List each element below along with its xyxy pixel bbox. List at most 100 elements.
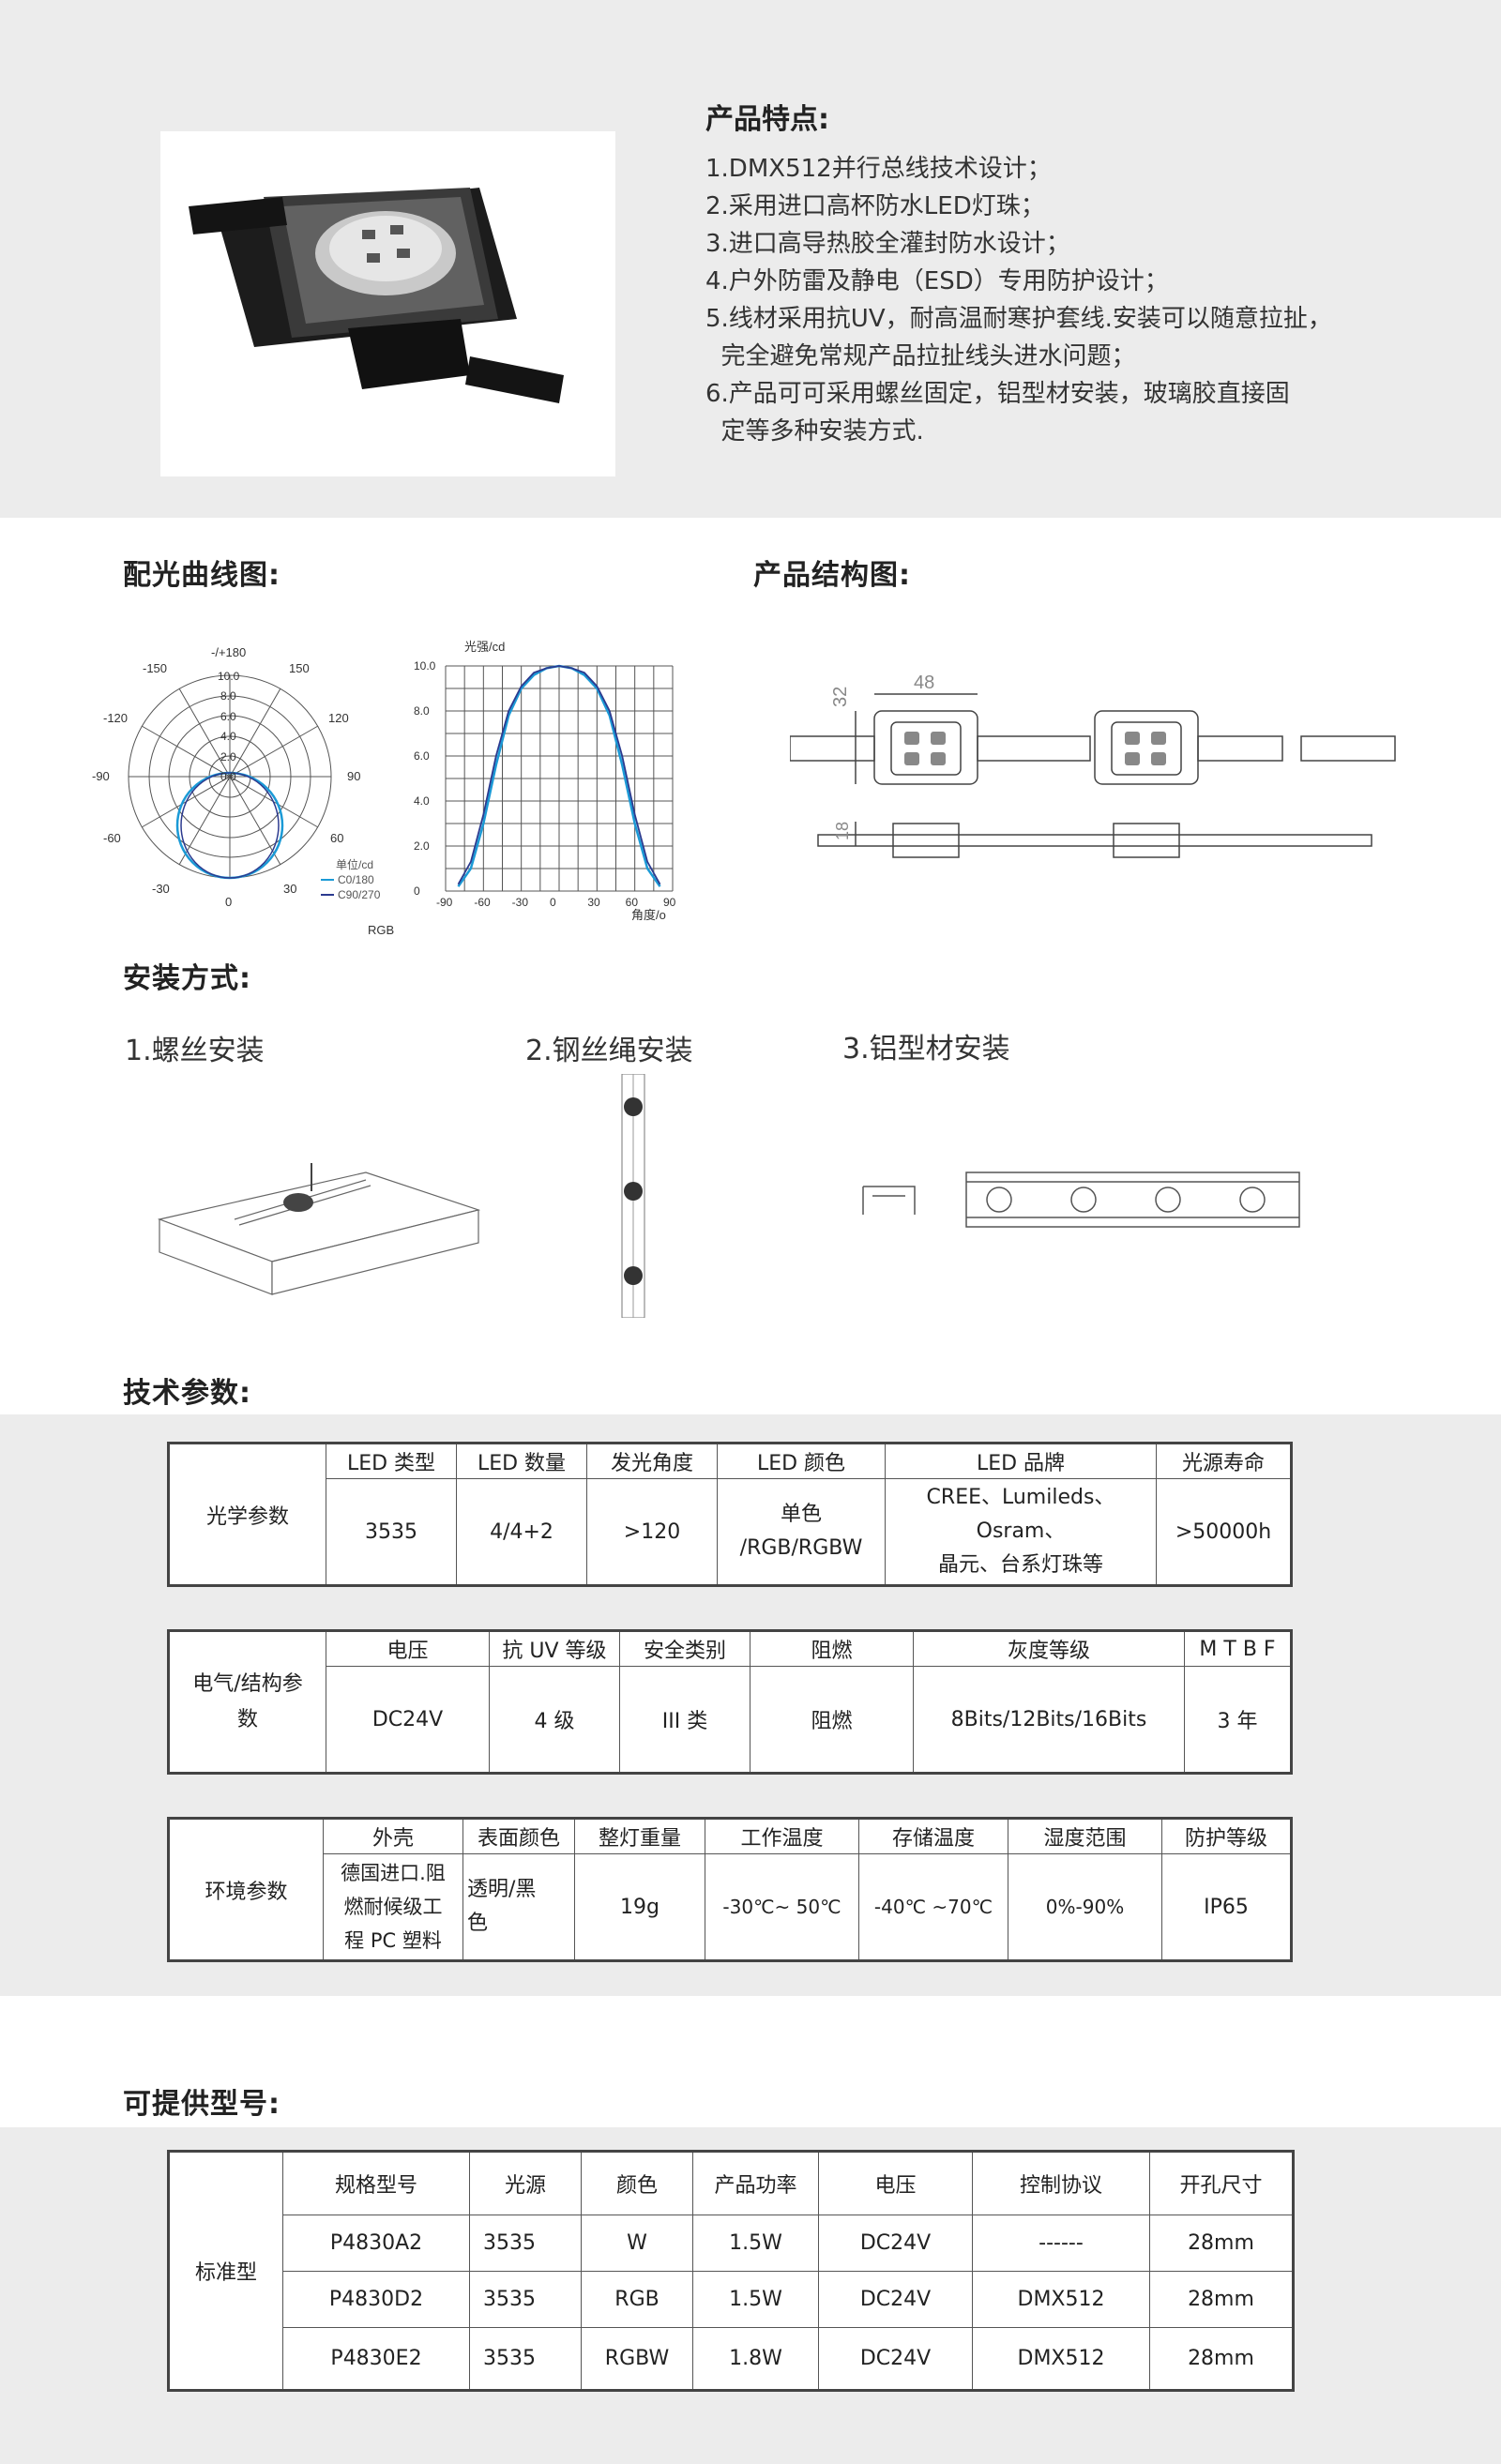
value-cell: DC24V: [326, 1666, 490, 1774]
value-cell: 8Bits/12Bits/16Bits: [913, 1666, 1185, 1774]
polar-radial: 8.0: [220, 689, 236, 703]
value-cell: -40℃ ~70℃: [858, 1853, 1008, 1961]
model-cell: ------: [972, 2215, 1150, 2272]
feature-item: 4.户外防雷及静电（ESD）专用防护设计；: [705, 267, 1169, 295]
chart-ylabel: 光强/cd: [464, 640, 505, 654]
polar-label: 60: [330, 831, 343, 845]
header-cell: LED 数量: [456, 1443, 587, 1479]
series-line: [457, 665, 661, 885]
environment-table: 环境参数 外壳 表面颜色 整灯重量 工作温度 存储温度 湿度范围 防护等级 德国…: [167, 1817, 1293, 1962]
electrical-table: 电气/结构参 数 电压 抗 UV 等级 安全类别 阻燃 灰度等级 M T B F…: [167, 1629, 1293, 1775]
value-cell: >50000h: [1156, 1478, 1292, 1586]
polar-diagram: -/+180 -150 150 -120 120 -90 90 -60 60 -…: [92, 645, 394, 937]
x-tick-label: 30: [587, 896, 600, 909]
y-tick-label: 4.0: [414, 794, 430, 808]
header-cell: 控制协议: [972, 2151, 1150, 2215]
header-cell: 颜色: [581, 2151, 693, 2215]
install-method-profile: 3.铝型材安装: [842, 1033, 1010, 1066]
header-cell: 表面颜色: [462, 1818, 575, 1854]
model-cell: 28mm: [1149, 2327, 1294, 2391]
value-cell: 0%-90%: [1008, 1853, 1162, 1961]
model-cell: DMX512: [972, 2327, 1150, 2391]
x-tick-label: 90: [663, 896, 676, 909]
x-tick-label: -30: [512, 896, 529, 909]
profile-install-illustration: [862, 1172, 1300, 1228]
table-row: P4830D2 3535 RGB 1.5W DC24V DMX512 28mm: [169, 2271, 1294, 2328]
screw-install-illustration: [157, 1163, 481, 1295]
model-cell: DMX512: [972, 2271, 1150, 2328]
environment-label: 环境参数: [168, 1818, 324, 1961]
y-tick-label: 8.0: [414, 704, 430, 718]
dim-height: 32: [830, 687, 851, 707]
polar-legend-unit: 单位/cd: [336, 857, 373, 871]
polar-radial: 10.0: [218, 670, 240, 683]
feature-item: 1.DMX512并行总线技术设计；: [705, 155, 1052, 183]
value-cell: CREE、Lumileds、Osram、 晶元、台系灯珠等: [885, 1478, 1157, 1586]
wire-install-illustration: [621, 1074, 645, 1318]
header-cell: 防护等级: [1161, 1818, 1292, 1854]
x-tick-label: 60: [626, 896, 639, 909]
x-tick-label: -90: [436, 896, 453, 909]
feature-item: 2.采用进口高杯防水LED灯珠；: [705, 192, 1045, 220]
structure-title: 产品结构图:: [753, 559, 911, 592]
tech-title: 技术参数:: [123, 1377, 251, 1410]
optical-table: 光学参数 LED 类型 LED 数量 发光角度 LED 颜色 LED 品牌 光源…: [167, 1442, 1293, 1587]
header-cell: LED 类型: [326, 1443, 457, 1479]
polar-label: 90: [347, 769, 360, 783]
table-row: P4830E2 3535 RGBW 1.8W DC24V DMX512 28mm: [169, 2327, 1294, 2391]
value-cell: 19g: [574, 1853, 705, 1961]
polar-footer: RGB: [368, 923, 394, 937]
header-cell: M T B F: [1184, 1630, 1292, 1667]
polar-label: 0: [225, 895, 232, 909]
model-cell: P4830E2: [282, 2327, 470, 2391]
install-method-wire: 2.钢丝绳安装: [525, 1035, 693, 1067]
dim-depth: 18: [833, 822, 852, 840]
model-cell: RGBW: [581, 2327, 693, 2391]
models-group-label: 标准型: [168, 2151, 283, 2391]
header-cell: 产品功率: [692, 2151, 819, 2215]
value-cell: 3535: [326, 1478, 457, 1586]
feature-item: 3.进口高导热胶全灌封防水设计；: [705, 230, 1070, 258]
chart-xlabel: 角度/o: [631, 908, 666, 922]
y-tick-label: 0: [414, 884, 420, 898]
model-cell: 1.5W: [692, 2215, 819, 2272]
header-cell: 灰度等级: [913, 1630, 1185, 1667]
polar-label: -30: [152, 882, 170, 896]
polar-label: -90: [92, 769, 110, 783]
value-cell: 阻燃: [750, 1666, 914, 1774]
model-cell: P4830D2: [282, 2271, 470, 2328]
value-cell: 单色 /RGB/RGBW: [717, 1478, 886, 1586]
model-cell: DC24V: [818, 2327, 973, 2391]
feature-item: 定等多种安装方式.: [705, 417, 924, 446]
header-cell: 抗 UV 等级: [489, 1630, 620, 1667]
model-cell: 3535: [469, 2327, 582, 2391]
model-cell: 3535: [469, 2271, 582, 2328]
dim-width: 48: [914, 673, 934, 693]
electrical-label: 电气/结构参 数: [168, 1630, 326, 1774]
polar-top-label: -/+180: [211, 645, 246, 659]
features-list: 1.DMX512并行总线技术设计； 2.采用进口高杯防水LED灯珠； 3.进口高…: [705, 150, 1381, 450]
model-cell: 1.8W: [692, 2327, 819, 2391]
feature-item: 5.线材采用抗UV，耐高温耐寒护套线.安装可以随意拉扯，: [705, 305, 1332, 333]
y-tick-label: 6.0: [414, 749, 430, 763]
polar-radial: 6.0: [220, 710, 236, 723]
models-title: 可提供型号:: [123, 2088, 280, 2121]
value-cell: 3 年: [1184, 1666, 1292, 1774]
x-tick-label: -60: [474, 896, 491, 909]
header-cell: 工作温度: [705, 1818, 859, 1854]
header-cell: 光源寿命: [1156, 1443, 1292, 1479]
polar-legend-c0: C0/180: [338, 873, 374, 886]
model-cell: 1.5W: [692, 2271, 819, 2328]
install-title: 安装方式:: [123, 962, 251, 995]
model-cell: DC24V: [818, 2215, 973, 2272]
polar-label: -150: [143, 661, 167, 675]
model-cell: P4830A2: [282, 2215, 470, 2272]
y-tick-label: 2.0: [414, 839, 430, 853]
polar-label: 30: [283, 882, 296, 896]
header-cell: 整灯重量: [574, 1818, 705, 1854]
value-cell: 4 级: [489, 1666, 620, 1774]
header-cell: 存储温度: [858, 1818, 1008, 1854]
value-cell: 德国进口.阻 燃耐候级工 程 PC 塑料: [323, 1853, 463, 1961]
polar-label: 120: [328, 711, 349, 725]
